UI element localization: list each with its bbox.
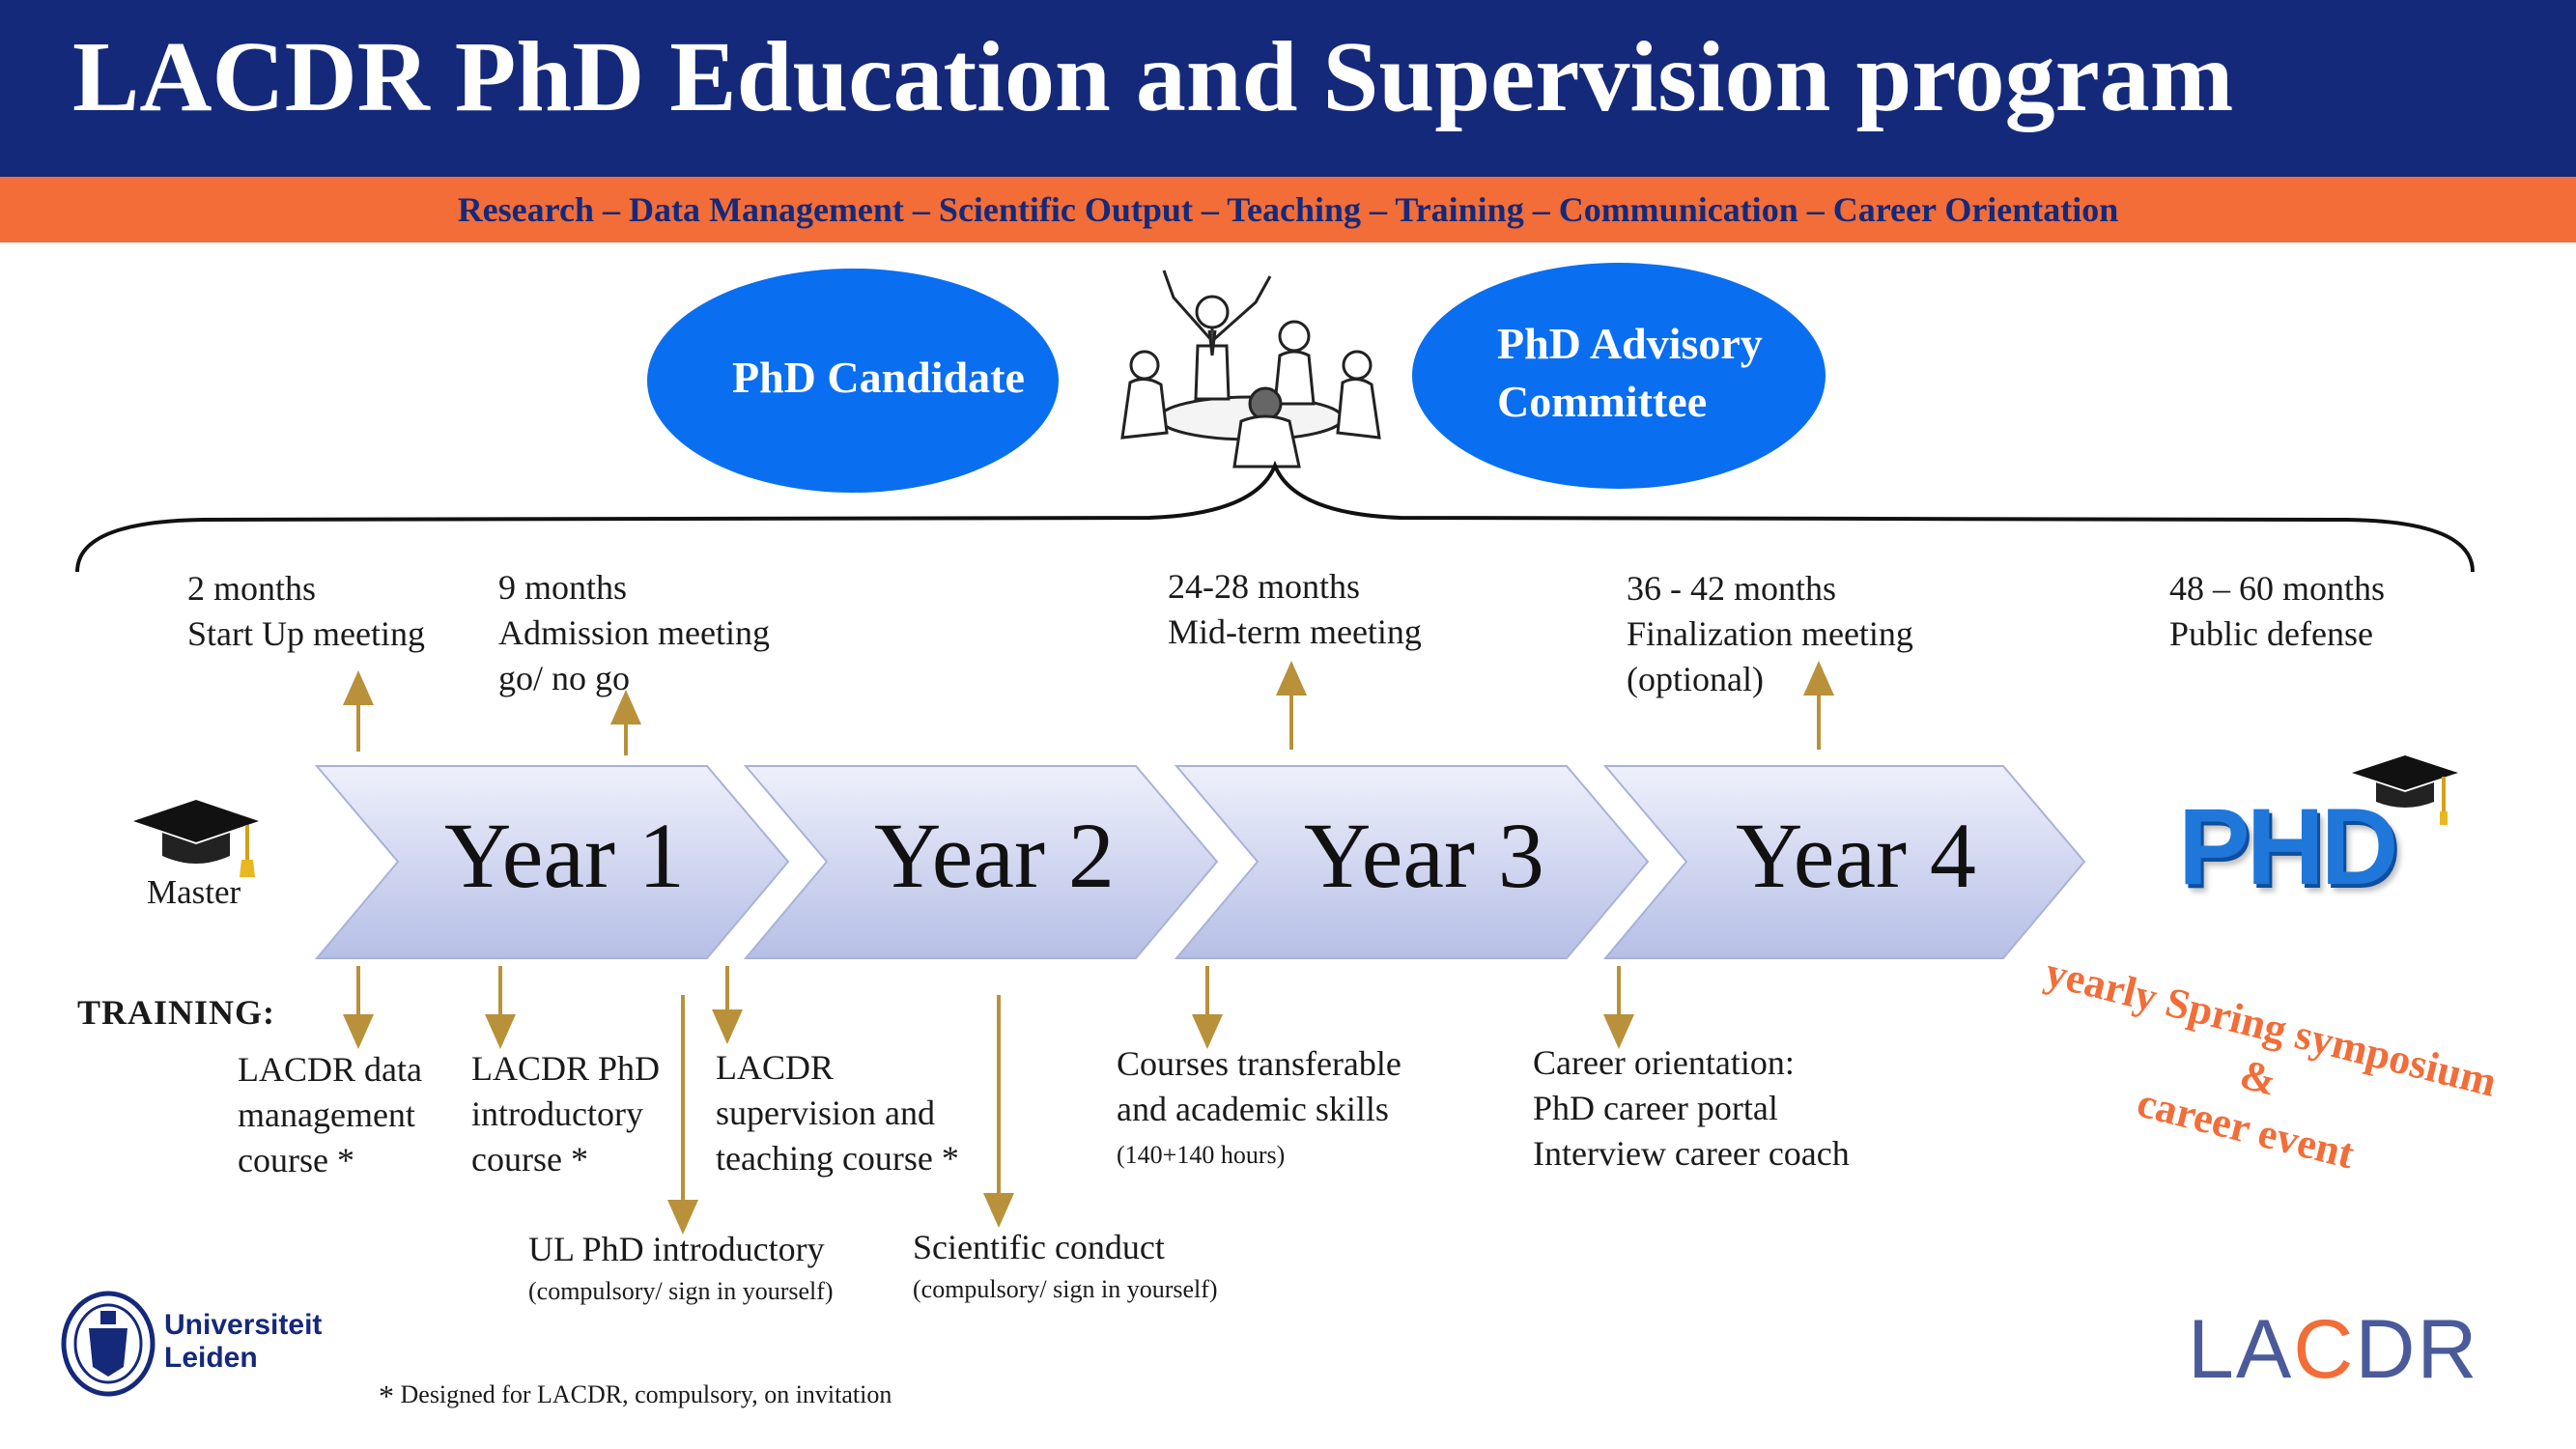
milestone-admission: 9 months Admission meeting go/ no go	[498, 568, 770, 697]
chevron-year-3	[1174, 765, 1650, 959]
year-1-label: Year 1	[444, 804, 685, 907]
phd-logo: PHD	[2178, 786, 2398, 907]
master-label: Master	[147, 873, 241, 911]
phd-candidate-ellipse: PhD Candidate	[647, 269, 1059, 493]
training-data-management: LACDR data management course *	[238, 1050, 422, 1179]
page-title: LACDR PhD Education and Supervision prog…	[72, 21, 2234, 132]
chevron-year-2	[743, 765, 1219, 959]
training-ul-introductory: UL PhD introductory (compulsory/ sign in…	[528, 1230, 834, 1305]
chevron-year-1	[314, 765, 790, 959]
phd-cap-icon	[2352, 755, 2458, 825]
year-4-label: Year 4	[1736, 804, 1976, 907]
advisory-committee-ellipse: PhD Advisory Committee	[1412, 263, 1826, 489]
training-scientific-conduct: Scientific conduct (compulsory/ sign in …	[913, 1228, 1218, 1303]
milestone-public-defense: 48 – 60 months Public defense	[2169, 569, 2386, 653]
phd-candidate-label: PhD Candidate	[732, 353, 1025, 402]
university-seal-icon	[61, 1291, 156, 1397]
milestone-finalization: 36 - 42 months Finalization meeting (opt…	[1627, 569, 1913, 698]
milestone-mid-term: 24-28 months Mid-term meeting	[1168, 567, 1422, 651]
subtitle-bar	[0, 177, 2576, 242]
meeting-people-icon	[1120, 270, 1381, 469]
chevron-year-4	[1602, 765, 2086, 959]
advisory-committee-label: PhD Advisory Committee	[1497, 319, 1763, 426]
page-subtitle: Research – Data Management – Scientific …	[457, 190, 2119, 229]
year-3-label: Year 3	[1304, 804, 1544, 907]
graduation-cap-icon	[133, 800, 259, 877]
training-supervision-teaching: LACDR supervision and teaching course *	[716, 1048, 959, 1178]
training-heading: TRAINING:	[77, 993, 276, 1032]
lacdr-logo: LACDR	[2188, 1303, 2479, 1396]
training-transferable-skills: Courses transferable and academic skills…	[1117, 1044, 1401, 1169]
university-leiden-logo: Universiteit Leiden	[164, 1309, 323, 1374]
year-2-label: Year 2	[874, 804, 1115, 907]
timeline-brace	[75, 460, 2475, 573]
milestone-start-up: 2 months Start Up meeting	[187, 569, 425, 653]
title-bar	[0, 0, 2576, 177]
footnote: * Designed for LACDR, compulsory, on inv…	[379, 1378, 892, 1413]
training-phd-introductory: LACDR PhD introductory course *	[471, 1049, 661, 1179]
training-career-orientation: Career orientation: PhD career portal In…	[1533, 1043, 1850, 1173]
